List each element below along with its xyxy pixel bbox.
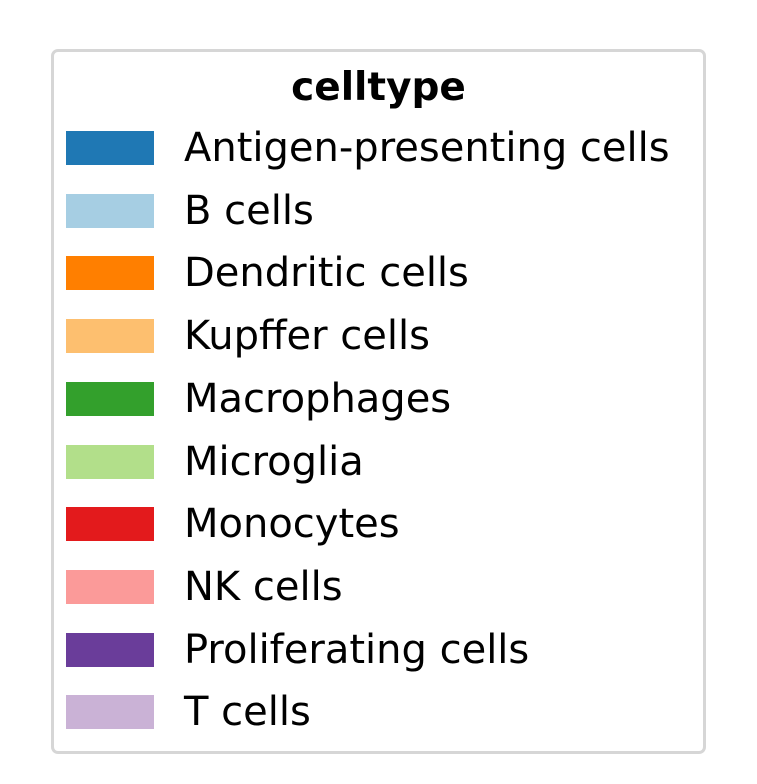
legend-item: NK cells [66,563,343,610]
legend-swatch [66,569,154,604]
legend-item: Kupffer cells [66,313,430,360]
legend-swatch [66,381,154,416]
legend-item: Microglia [66,438,364,485]
legend-frame [51,49,706,754]
legend-swatch [66,444,154,479]
legend-item: Proliferating cells [66,626,530,673]
legend-label: Macrophages [184,375,452,422]
legend-label: NK cells [184,563,343,610]
legend-label: T cells [184,689,311,736]
legend-item: Monocytes [66,501,400,548]
legend-swatch [66,256,154,291]
legend-label: Antigen-presenting cells [184,125,670,171]
legend-label: Kupffer cells [184,313,430,360]
legend-label: B cells [184,187,314,234]
legend-swatch [66,193,154,228]
legend-swatch [66,507,154,542]
legend-swatch [66,319,154,354]
legend-swatch [66,695,154,730]
legend-item: Dendritic cells [66,250,469,297]
legend-swatch [66,131,154,165]
legend-item: Antigen-presenting cells [66,125,670,171]
legend-label: Monocytes [184,501,400,548]
legend-label: Microglia [184,438,364,485]
legend-item: T cells [66,689,311,736]
legend-title: celltype [291,65,466,110]
legend-item: B cells [66,187,314,234]
legend-item: Macrophages [66,375,452,422]
legend-swatch [66,632,154,667]
legend-label: Dendritic cells [184,250,469,297]
legend-label: Proliferating cells [184,626,530,673]
